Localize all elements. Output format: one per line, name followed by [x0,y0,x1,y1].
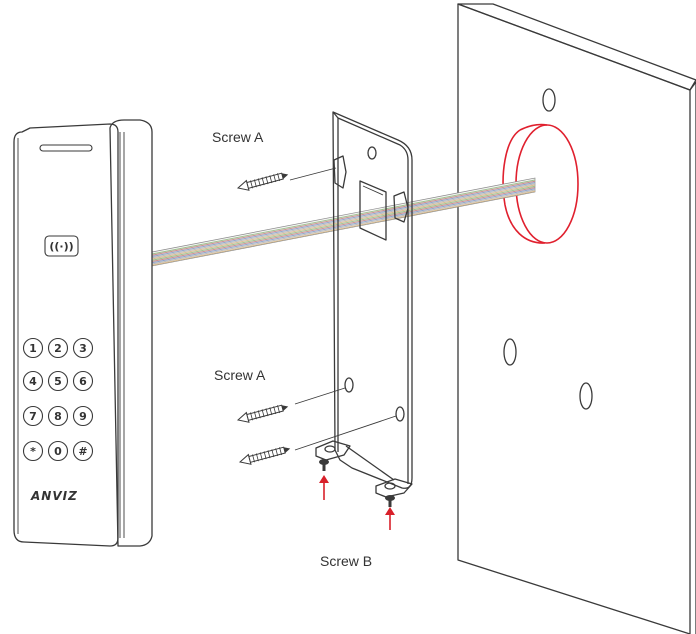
wall [457,3,696,634]
keypad-key: 3 [72,337,94,359]
cable-wire [151,184,536,260]
cable-wire [151,190,536,266]
keypad-key-label: 1 [29,342,37,355]
mounting-bracket [315,111,413,498]
cable-wire [151,183,536,259]
keypad-key: 7 [22,405,44,427]
cable-wire [151,182,536,257]
label-screw-a-top: Screw A [212,129,264,145]
keypad-key-label: 2 [54,342,62,355]
keypad-key: 4 [22,370,44,392]
arrow-up-icon [385,507,395,530]
cable-wire [151,185,536,261]
label-screw-b: Screw B [320,553,372,569]
keypad-key-label: 6 [79,375,87,388]
keypad-key: 5 [47,370,69,392]
keypad-key: * [22,440,44,462]
keypad-key-label: 8 [54,410,62,423]
keypad-key: 2 [47,337,69,359]
keypad-key: 8 [47,405,69,427]
rfid-icon: ((·)) [44,235,79,257]
keypad-key-label: 5 [54,375,62,388]
label-screw-a-mid: Screw A [214,367,266,383]
keypad-key: 0 [47,440,69,462]
status-light [39,144,93,152]
brand-logo: ANVIZ [30,489,78,503]
arrow-up-icon [319,475,329,500]
keypad-key-label: 0 [54,445,62,458]
keypad-key: 6 [72,370,94,392]
screw-icon [385,495,395,507]
rfid-symbol: ((·)) [49,240,73,253]
access-reader: ((·)) 1 2 3 4 5 6 7 8 9 * 0 # ANVIZ [13,119,153,547]
screw-icon [319,459,329,471]
keypad-key: 9 [72,405,94,427]
keypad-key-label: 9 [79,410,87,423]
wall-hole-top [542,88,556,112]
keypad-key-label: * [30,445,36,458]
cable-wire [151,189,536,265]
keypad: 1 2 3 4 5 6 7 8 9 * 0 # [22,337,94,462]
cable-wire [151,187,536,262]
keypad-key-label: 4 [29,375,37,388]
screw-icon [236,172,289,191]
leader-lines [289,167,397,451]
cable-wire [151,179,536,255]
cable-bundle [151,177,536,267]
keypad-key-label: # [78,445,87,458]
keypad-key-label: 7 [29,410,37,423]
keypad-key: # [72,440,94,462]
screw-icon [236,404,289,423]
wall-hole-right [579,382,593,410]
keypad-key: 1 [22,337,44,359]
wall-hole-left [503,338,517,366]
cable-wire [151,188,536,264]
screw-icon [238,446,291,465]
cable-wire [151,180,536,256]
keypad-key-label: 3 [79,342,87,355]
